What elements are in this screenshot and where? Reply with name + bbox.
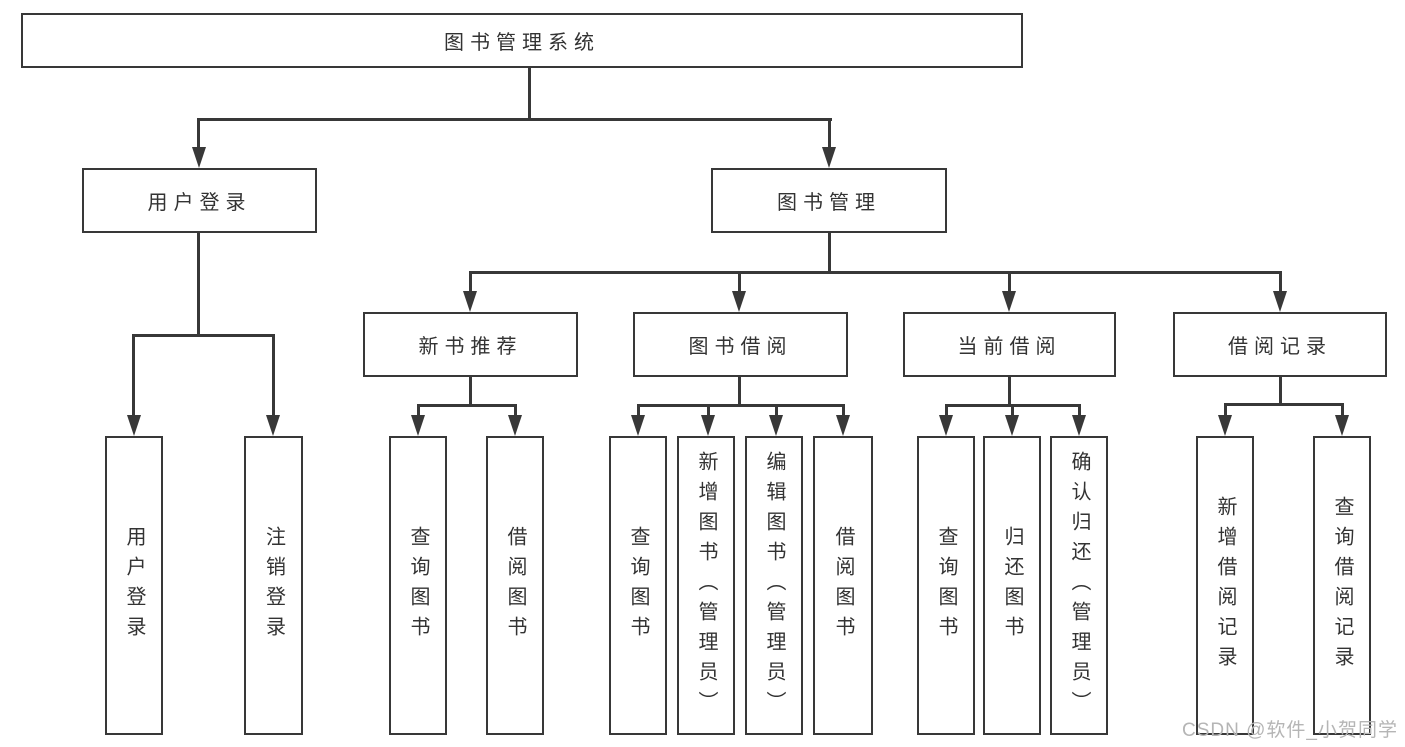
node-borrowing-edit-books-admin: 编辑图书（管理员） [745,436,803,735]
connector-line [842,404,845,416]
connector-line [197,118,200,148]
connector-line [417,404,517,407]
arrow-down-icon [822,147,836,168]
node-user-login: 用户登录 [105,436,163,735]
arrow-down-icon [463,291,477,312]
arrow-down-icon [1218,415,1232,436]
node-current-borrowing: 当前借阅 [903,312,1116,377]
connector-line [198,118,832,121]
connector-line [469,271,1282,274]
arrow-down-icon [939,415,953,436]
arrow-down-icon [266,415,280,436]
node-borrowing-query-books: 查询图书 [609,436,667,735]
connector-line [637,404,640,416]
connector-line [738,377,741,407]
node-logout: 注销登录 [244,436,303,735]
connector-line [1008,377,1011,407]
connector-line [1224,403,1344,406]
connector-line [828,233,831,274]
node-book-management: 图书管理 [711,168,947,233]
connector-line [469,271,472,292]
connector-line [1008,271,1011,292]
arrow-down-icon [508,415,522,436]
arrow-down-icon [1002,291,1016,312]
connector-line [272,334,275,416]
connector-line [1341,403,1344,416]
connector-line [775,404,778,416]
connector-line [637,404,845,407]
arrow-down-icon [701,415,715,436]
connector-line [945,404,948,416]
node-current-query-books: 查询图书 [917,436,975,735]
arrow-down-icon [1072,415,1086,436]
arrow-down-icon [127,415,141,436]
node-borrowing-records: 借阅记录 [1173,312,1387,377]
arrow-down-icon [1335,415,1349,436]
connector-line [1279,377,1282,406]
node-recommend-query-books: 查询图书 [389,436,447,735]
node-new-book-recommend: 新书推荐 [363,312,578,377]
node-current-confirm-return-admin: 确认归还（管理员） [1050,436,1108,735]
node-borrowing-add-books-admin: 新增图书（管理员） [677,436,735,735]
node-library-management-system: 图书管理系统 [21,13,1023,68]
connector-line [469,377,472,407]
connector-line [1224,403,1227,416]
arrow-down-icon [1273,291,1287,312]
connector-line [828,118,831,148]
arrow-down-icon [192,147,206,168]
connector-line [738,271,741,292]
node-records-add-record: 新增借阅记录 [1196,436,1254,735]
connector-line [1279,271,1282,292]
node-recommend-borrow-books: 借阅图书 [486,436,544,735]
node-records-query-record: 查询借阅记录 [1313,436,1371,735]
arrow-down-icon [732,291,746,312]
connector-line [514,404,517,416]
connector-line [417,404,420,416]
node-book-borrowing: 图书借阅 [633,312,848,377]
connector-line [197,233,200,336]
connector-line [528,68,531,119]
watermark: CSDN @软件_小贺同学 [1182,720,1398,741]
arrow-down-icon [836,415,850,436]
node-current-return-books: 归还图书 [983,436,1041,735]
arrow-down-icon [411,415,425,436]
arrow-down-icon [631,415,645,436]
node-user-login-branch: 用户登录 [82,168,317,233]
arrow-down-icon [1005,415,1019,436]
connector-line [132,334,135,416]
arrow-down-icon [769,415,783,436]
connector-line [1078,404,1081,416]
connector-line [707,404,710,416]
node-borrowing-borrow-books: 借阅图书 [813,436,873,735]
connector-line [133,334,275,337]
connector-line [1011,404,1014,416]
